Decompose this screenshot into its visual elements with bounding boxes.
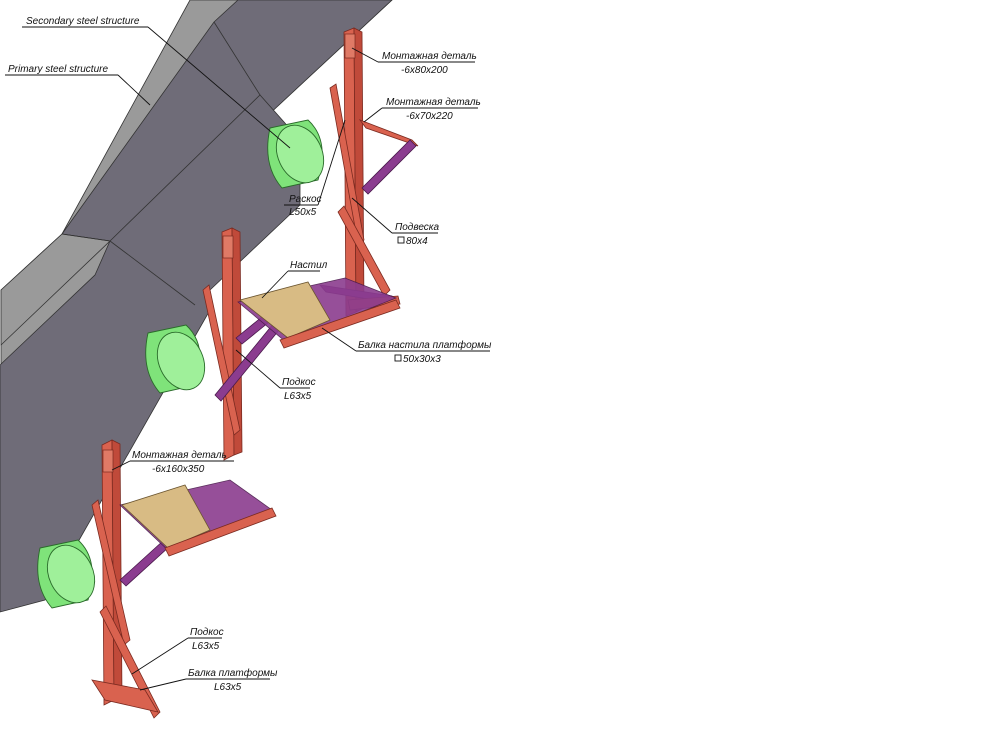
- label-hanger-size: 80x4: [406, 236, 428, 247]
- label-strut-2-size: L63x5: [192, 641, 220, 652]
- label-mount-detail-1-title: Монтажная деталь: [382, 51, 477, 62]
- support-frame-upper: [318, 27, 419, 317]
- label-platform-beam-size: L63x5: [214, 682, 242, 693]
- label-strut-1-size: L63x5: [284, 391, 312, 402]
- label-hanger-title: Подвеска: [395, 222, 440, 233]
- support-frame-lower: [91, 439, 277, 719]
- pipe-upper: [267, 119, 325, 189]
- label-deck-beam-title: Балка настила платформы: [358, 339, 492, 351]
- callout-leaders: [5, 26, 490, 691]
- label-mount-detail-3-title: Монтажная деталь: [132, 450, 227, 461]
- label-deck-title: Настил: [290, 260, 328, 271]
- label-mount-detail-3-size: -6x160x350: [152, 464, 205, 475]
- pipe-middle: [145, 324, 206, 394]
- label-mount-detail-2-size: -6x70x220: [406, 111, 453, 122]
- support-frame-middle: [202, 227, 401, 461]
- label-brace-title: Раскос: [289, 194, 322, 205]
- label-strut-2-title: Подкос: [190, 627, 224, 638]
- callout-labels: Secondary steel structure Primary steel …: [8, 16, 492, 693]
- pipe-lower: [37, 539, 96, 609]
- label-deck-beam-size: 50x30x3: [403, 354, 441, 365]
- label-brace-size: L50x5: [289, 207, 317, 218]
- square-tube-icon: [397, 236, 405, 244]
- label-secondary-steel: Secondary steel structure: [26, 16, 140, 27]
- rect-tube-icon: [394, 354, 402, 362]
- label-mount-detail-1-size: -6x80x200: [401, 65, 448, 76]
- label-strut-1-title: Подкос: [282, 377, 316, 388]
- label-platform-beam-title: Балка платформы: [188, 667, 278, 679]
- label-mount-detail-2-title: Монтажная деталь: [386, 97, 481, 108]
- label-primary-steel: Primary steel structure: [8, 64, 108, 75]
